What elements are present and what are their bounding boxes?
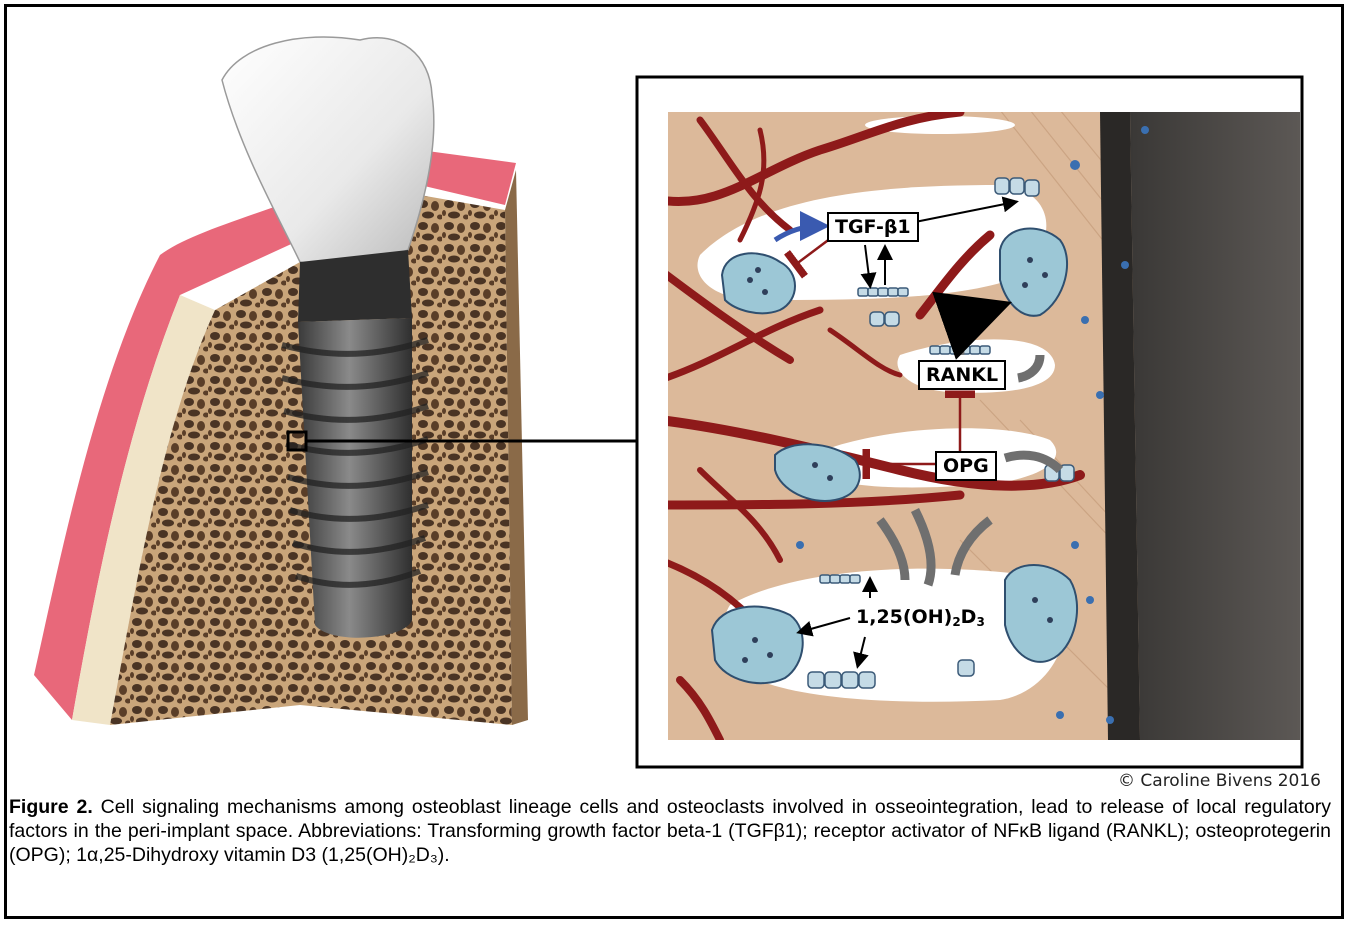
implant-illustration	[34, 37, 637, 725]
implant-surface	[1130, 112, 1300, 740]
caption-text: Cell signaling mechanisms among osteobla…	[9, 796, 1331, 866]
figure-number: Figure 2.	[9, 796, 93, 818]
opg-label: OPG	[935, 451, 997, 481]
implant-fixture	[298, 318, 412, 638]
figure-caption: Figure 2. Cell signaling mechanisms amon…	[9, 795, 1331, 867]
tgf-beta1-label: TGF-β1	[827, 212, 919, 242]
copyright-credit: © Caroline Bivens 2016	[1118, 771, 1321, 791]
vitamin-d3-label-main: 1,25(OH)	[856, 606, 952, 628]
vitamin-d3-label-d: D	[961, 606, 977, 628]
vitamin-d3-label-sub1: 2	[952, 615, 960, 629]
vitamin-d3-label: 1,25(OH)2D3	[856, 606, 985, 628]
abutment	[298, 250, 412, 322]
detail-scene	[660, 100, 1300, 760]
rankl-label: RANKL	[918, 360, 1006, 390]
vitamin-d3-label-sub2: 3	[976, 615, 984, 629]
